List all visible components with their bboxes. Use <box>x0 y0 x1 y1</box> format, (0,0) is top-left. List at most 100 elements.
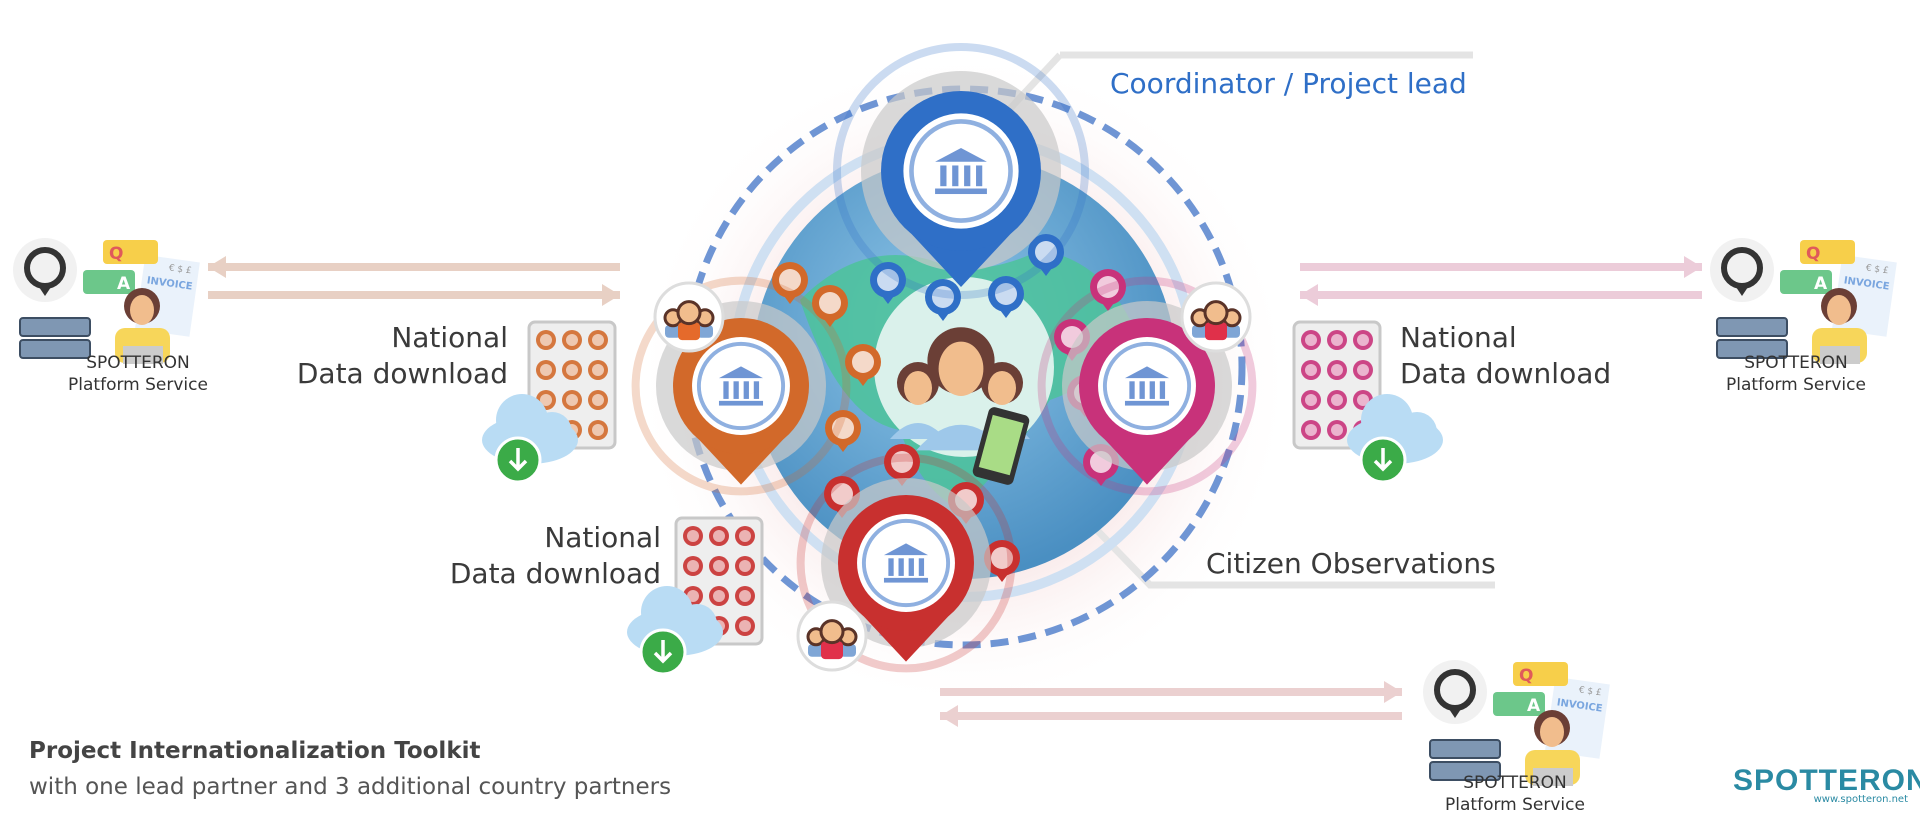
cloud-download-icon <box>627 586 723 676</box>
data-marker-dot <box>1305 424 1317 436</box>
building-column <box>733 381 739 399</box>
agent-face <box>1540 717 1564 747</box>
platform-service-bottom: INVOICE€ $ £QA <box>1423 660 1610 786</box>
marker-dot <box>877 269 899 291</box>
pin-tip <box>37 284 53 296</box>
building-column <box>723 381 729 399</box>
data-marker-dot <box>1305 364 1317 376</box>
spotteron-logo[interactable]: SPOTTERON www.spotteron.net <box>1733 764 1920 805</box>
partner-team-icon <box>1180 281 1252 353</box>
person-body <box>808 644 824 657</box>
currency-label: € $ £ <box>168 263 192 276</box>
observation-marker-icon <box>772 262 808 304</box>
server-icon <box>1429 739 1501 759</box>
arrowhead-icon <box>1384 681 1402 703</box>
national-data-download-bottom: National Data download <box>450 520 661 592</box>
building-column <box>976 165 983 187</box>
building-icon <box>903 113 1019 229</box>
partner-pin-red <box>796 453 1016 673</box>
arrow-to-platform-right <box>1300 256 1702 278</box>
data-marker-dot <box>713 530 725 542</box>
data-marker-dot <box>687 560 699 572</box>
arrowhead-icon <box>208 256 226 278</box>
chat-bubble-a <box>83 270 135 294</box>
person-head <box>676 300 702 326</box>
building-base <box>1124 400 1170 406</box>
data-marker-dot <box>1357 394 1369 406</box>
person-body <box>697 325 713 338</box>
pin-ring <box>833 43 1089 299</box>
arrowhead-icon <box>940 705 958 727</box>
building-base <box>935 188 987 195</box>
pin-tip <box>1447 706 1463 718</box>
diagram-title: Project Internationalization Toolkit <box>29 738 481 764</box>
building-roof <box>718 366 764 379</box>
agent-face <box>130 295 154 325</box>
platform-service-left-label: SPOTTERON Platform Service <box>38 352 238 396</box>
person-face <box>988 371 1016 405</box>
person-head <box>1203 300 1229 326</box>
arrow-to-partner-bottom <box>940 705 1402 727</box>
observation-marker-icon <box>812 285 848 327</box>
observation-marker-icon <box>984 540 1020 582</box>
person-face <box>938 341 984 396</box>
data-marker-dot <box>739 620 751 632</box>
logo-bg <box>1710 238 1774 302</box>
person-body <box>1192 325 1208 338</box>
data-marker-dot <box>592 394 604 406</box>
citizens-icon <box>890 327 1030 485</box>
data-marker-dot <box>540 394 552 406</box>
building-column <box>1129 381 1135 399</box>
pin-ring <box>1037 276 1257 496</box>
chat-bubble-a <box>1493 692 1545 716</box>
pin-tip <box>1734 284 1750 296</box>
arrowhead-icon <box>1300 284 1318 306</box>
building-column <box>918 558 925 576</box>
building-base <box>718 400 764 406</box>
server-icon <box>1429 761 1501 781</box>
national-data-download-right: National Data download <box>1400 320 1611 392</box>
data-marker-dot <box>1305 394 1317 406</box>
building-roof <box>883 543 929 556</box>
observation-marker-icon <box>825 410 861 452</box>
person-face <box>904 371 932 405</box>
laptop-icon <box>123 346 163 364</box>
marker-dot <box>991 547 1013 569</box>
chat-q-label: Q <box>109 244 123 264</box>
data-marker-dot <box>713 560 725 572</box>
building-ring <box>861 518 951 608</box>
label-line: Platform Service <box>1726 375 1866 395</box>
building-ring <box>696 341 786 431</box>
building-roof <box>1124 366 1170 379</box>
marker-dot <box>852 351 874 373</box>
chat-a-label: A <box>1527 696 1541 716</box>
data-marker-dot <box>592 364 604 376</box>
arrow-to-partner-left <box>208 284 620 306</box>
data-marker-dot <box>739 530 751 542</box>
building-bg <box>857 514 955 612</box>
logo-wordmark: SPOTTERON <box>1733 764 1920 797</box>
data-grid-right <box>1292 320 1382 450</box>
platform-service-right: INVOICE€ $ £QA <box>1710 238 1897 364</box>
arrow-to-partner-right <box>1300 284 1702 306</box>
marker-dot <box>831 483 853 505</box>
data-marker-dot <box>739 560 751 572</box>
data-marker-dot <box>1331 334 1343 346</box>
logo-url[interactable]: www.spotteron.net <box>1813 794 1908 805</box>
platform-service-bottom-label: SPOTTERON Platform Service <box>1415 772 1615 816</box>
building-icon <box>857 514 955 612</box>
download-arrow <box>1373 448 1393 472</box>
label-line: SPOTTERON <box>1463 773 1567 793</box>
cloud-download-icon <box>1347 394 1443 484</box>
server-icon <box>19 339 91 359</box>
observation-marker-icon <box>870 262 906 304</box>
building-roof <box>935 147 987 162</box>
download-arrow <box>508 448 528 472</box>
building-column <box>1159 381 1166 399</box>
chat-bubble-q <box>1800 240 1855 264</box>
arrow-to-platform-left <box>208 256 620 278</box>
building-bg <box>1098 337 1196 435</box>
data-marker-dot <box>1357 364 1369 376</box>
data-marker-dot <box>592 334 604 346</box>
cloud-puff <box>677 604 717 644</box>
